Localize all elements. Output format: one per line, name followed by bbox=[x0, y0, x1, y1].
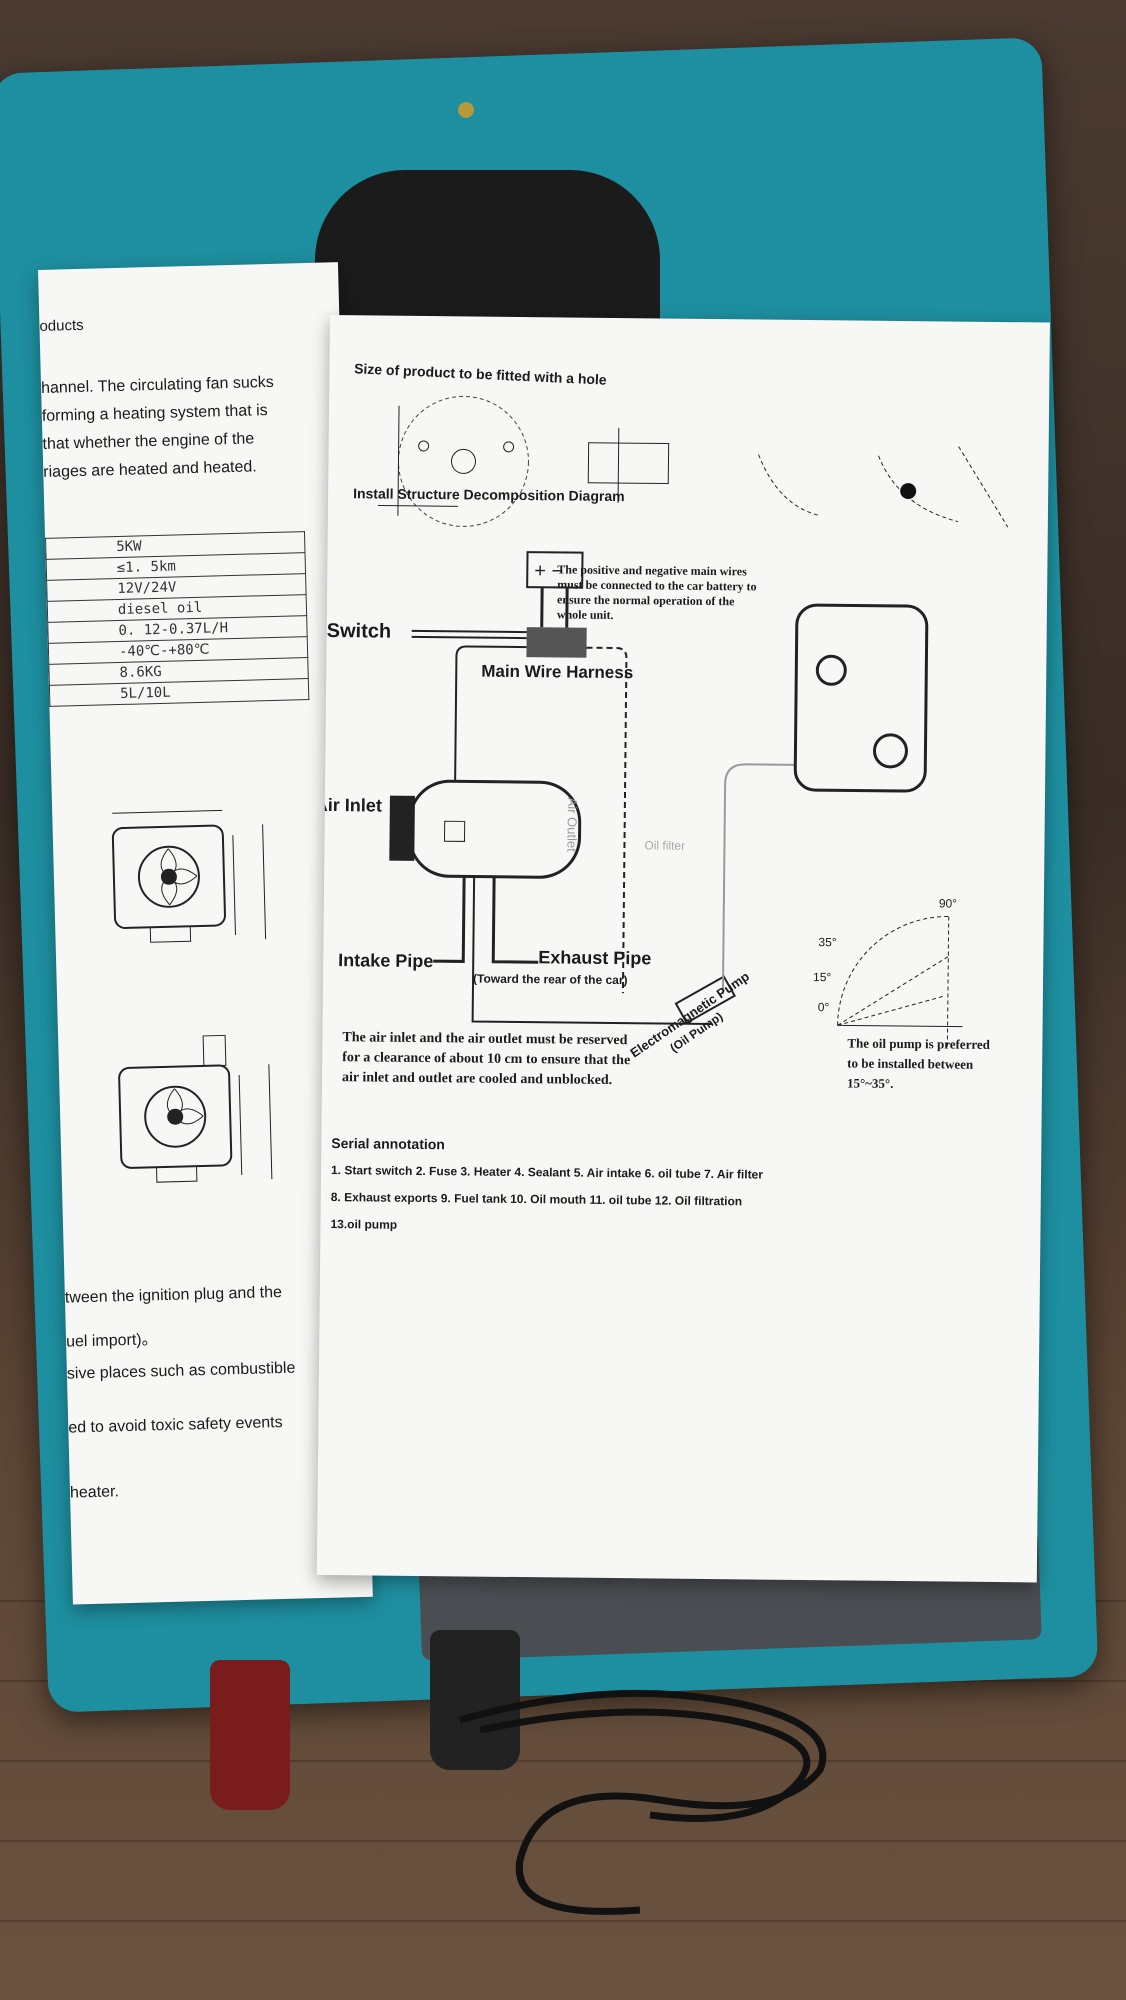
serial-title: Serial annotation bbox=[331, 1135, 445, 1153]
hole-template-drawing bbox=[378, 395, 529, 527]
black-terminal bbox=[430, 1630, 520, 1770]
manual-left-page: oducts hannel. The circulating fan sucks… bbox=[38, 262, 373, 1605]
label-switch: Switch bbox=[326, 619, 392, 643]
label-exhaust-pipe: Exhaust Pipe bbox=[538, 947, 652, 969]
manual-right-page: Size of product to be fitted with a hole… bbox=[316, 315, 1050, 1583]
clearance-note-line: air inlet and outlet are cooled and unbl… bbox=[341, 1070, 613, 1088]
left-bottom-line: tween the ignition plug and the bbox=[64, 1283, 283, 1307]
battery-note: The positive and negative main wires mus… bbox=[556, 562, 757, 622]
install-title: Install Structure Decomposition Diagram bbox=[353, 485, 625, 505]
label-oil-filter: Oil filter bbox=[644, 838, 686, 853]
left-bottom-line: uel import)。 bbox=[65, 1331, 158, 1351]
angle-15: 15° bbox=[813, 970, 832, 985]
heater-front-drawing bbox=[111, 809, 267, 943]
left-paragraph-line: forming a heating system that is bbox=[41, 402, 268, 425]
size-title: Size of product to be fitted with a hole bbox=[353, 360, 608, 388]
left-paragraph-line: riages are heated and heated. bbox=[43, 458, 257, 481]
angle-90: 90° bbox=[938, 896, 958, 911]
pump-note-line: to be installed between bbox=[847, 1055, 974, 1072]
label-exhaust-note: (Toward the rear of the car) bbox=[472, 971, 628, 988]
fitting-angles-drawing bbox=[587, 428, 1009, 528]
angle-0: 0° bbox=[817, 1000, 830, 1015]
label-main-wire: Main Wire Harness bbox=[481, 661, 634, 683]
clearance-note-line: for a clearance of about 10 cm to ensure… bbox=[342, 1050, 631, 1069]
clearance-note-line: The air inlet and the air outlet must be… bbox=[342, 1030, 628, 1049]
label-air-outlet: Air Outlet bbox=[564, 797, 580, 852]
red-terminal bbox=[210, 1660, 290, 1810]
pump-note-line: The oil pump is preferred bbox=[847, 1035, 991, 1052]
power-cable bbox=[459, 1689, 827, 1915]
wood-grain bbox=[0, 1840, 1126, 1842]
left-heading: oducts bbox=[39, 316, 84, 335]
wood-grain bbox=[0, 1920, 1126, 1922]
label-air-inlet: Air Inlet bbox=[316, 794, 382, 816]
install-diagram: + − bbox=[389, 551, 963, 1047]
serial-line: 1. Start switch 2. Fuse 3. Heater 4. Sea… bbox=[330, 1163, 764, 1182]
left-paragraph-line: that whether the engine of the bbox=[42, 430, 255, 453]
left-bottom-line: sive places such as combustible bbox=[66, 1359, 296, 1383]
left-bottom-line: ed to avoid toxic safety events bbox=[68, 1413, 283, 1437]
wood-grain bbox=[0, 1760, 1126, 1762]
serial-line: 13.oil pump bbox=[330, 1217, 398, 1232]
serial-line: 8. Exhaust exports 9. Fuel tank 10. Oil … bbox=[330, 1190, 743, 1209]
label-intake-pipe: Intake Pipe bbox=[338, 950, 434, 972]
pump-note-line: 15°~35°. bbox=[846, 1075, 894, 1091]
left-paragraph-line: hannel. The circulating fan sucks bbox=[40, 373, 274, 397]
heater-back-drawing bbox=[118, 1034, 273, 1183]
angle-35: 35° bbox=[818, 935, 837, 950]
case-screw bbox=[458, 102, 474, 118]
left-bottom-line: heater. bbox=[69, 1483, 120, 1502]
spec-table: 5KW ≤1. 5km 12V/24V diesel oil 0. 12-0.3… bbox=[45, 531, 309, 707]
svg-text:+ −: + − bbox=[534, 560, 563, 582]
